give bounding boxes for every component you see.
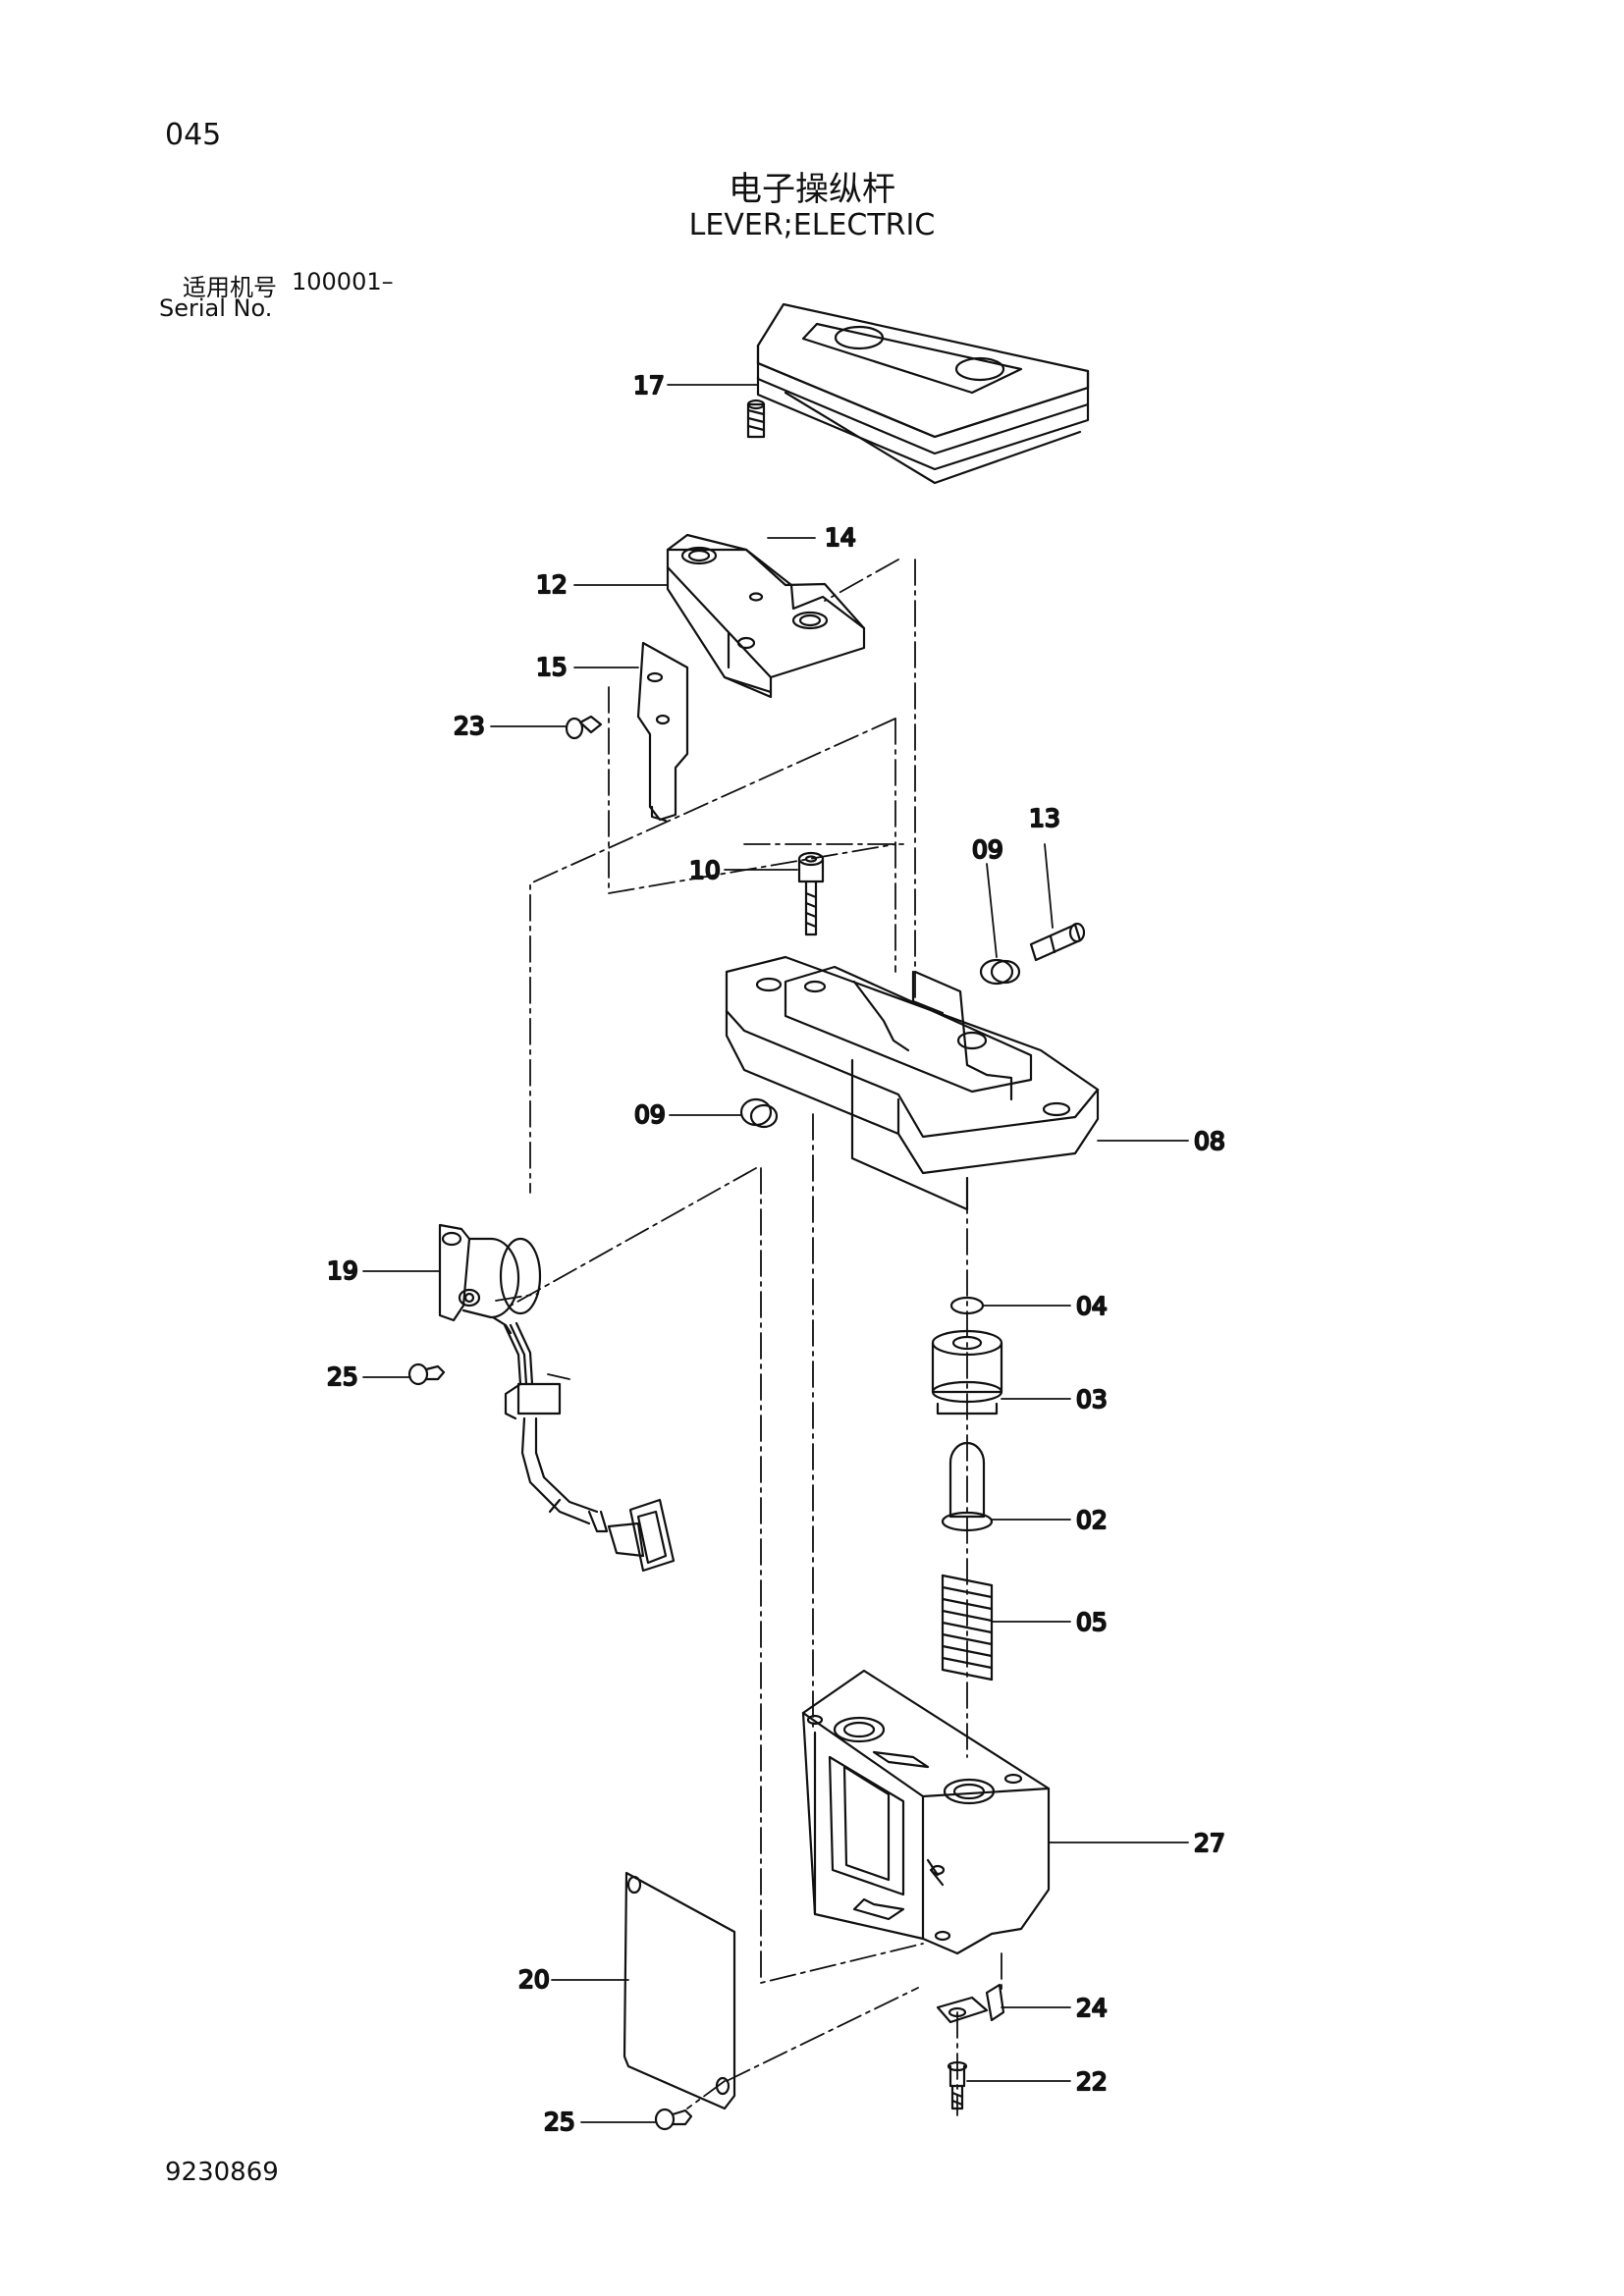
callout-05: 05 — [1076, 1608, 1108, 1636]
callout-25-upper: 25 — [327, 1362, 358, 1391]
callout-13: 13 — [1029, 804, 1060, 832]
part-24-clamp — [936, 1983, 1005, 2024]
part-02-plunger — [941, 1441, 994, 1532]
part-09-bushing-upper — [979, 958, 1021, 986]
callout-22: 22 — [1076, 2067, 1108, 2096]
title-english: LEVER;ELECTRIC — [688, 208, 936, 242]
callout-27: 27 — [1194, 1829, 1225, 1857]
callout-10: 10 — [689, 856, 721, 884]
leader-lines — [362, 384, 1189, 2123]
part-12-bracket — [666, 533, 866, 699]
callout-14: 14 — [825, 523, 856, 552]
part-20-cover — [623, 1871, 736, 2110]
part-23-screw — [565, 715, 603, 740]
part-25-screw-upper — [407, 1362, 446, 1386]
document-number: 9230869 — [165, 2158, 279, 2187]
callout-03: 03 — [1076, 1385, 1108, 1414]
callout-19: 19 — [327, 1256, 358, 1285]
callout-02: 02 — [1076, 1506, 1108, 1534]
part-27-housing — [801, 1669, 1051, 1955]
part-08-base-plate — [725, 955, 1100, 1211]
alignment-lines — [495, 559, 1002, 2116]
callout-09-lower: 09 — [634, 1100, 666, 1129]
part-22-screw — [947, 2060, 968, 2110]
part-15-plate — [636, 641, 689, 823]
serial-value: 100001– — [292, 268, 394, 295]
title-chinese: 电子操纵杆 — [729, 170, 895, 209]
part-03-bush — [931, 1329, 1003, 1415]
callout-15: 15 — [536, 653, 568, 681]
serial-label-english: Serial No. — [159, 294, 273, 322]
callout-labels: 17 14 12 15 23 10 09 13 08 09 19 25 04 0… — [326, 370, 1226, 2137]
part-13-pin — [1029, 922, 1086, 962]
part-09-bushing-lower — [739, 1097, 779, 1129]
part-05-spring — [941, 1574, 994, 1682]
part-04-oring — [949, 1296, 985, 1315]
part-25-screw-lower — [654, 2108, 693, 2131]
serial-label-chinese: 适用机号 — [183, 274, 277, 301]
callout-24: 24 — [1076, 1994, 1108, 2022]
callout-20: 20 — [518, 1965, 550, 1994]
callout-17: 17 — [633, 371, 665, 400]
part-14-screw — [746, 399, 766, 439]
callout-09-upper: 09 — [972, 835, 1003, 864]
part-10-bolt — [797, 851, 825, 936]
page-number: 045 — [165, 118, 222, 152]
part-19-sensor — [438, 1223, 676, 1573]
callout-23: 23 — [454, 712, 485, 740]
callout-04: 04 — [1076, 1292, 1108, 1320]
callout-08: 08 — [1194, 1127, 1225, 1155]
callout-25-lower: 25 — [544, 2108, 575, 2136]
callout-12: 12 — [536, 570, 568, 599]
part-17-boot — [756, 302, 1090, 485]
